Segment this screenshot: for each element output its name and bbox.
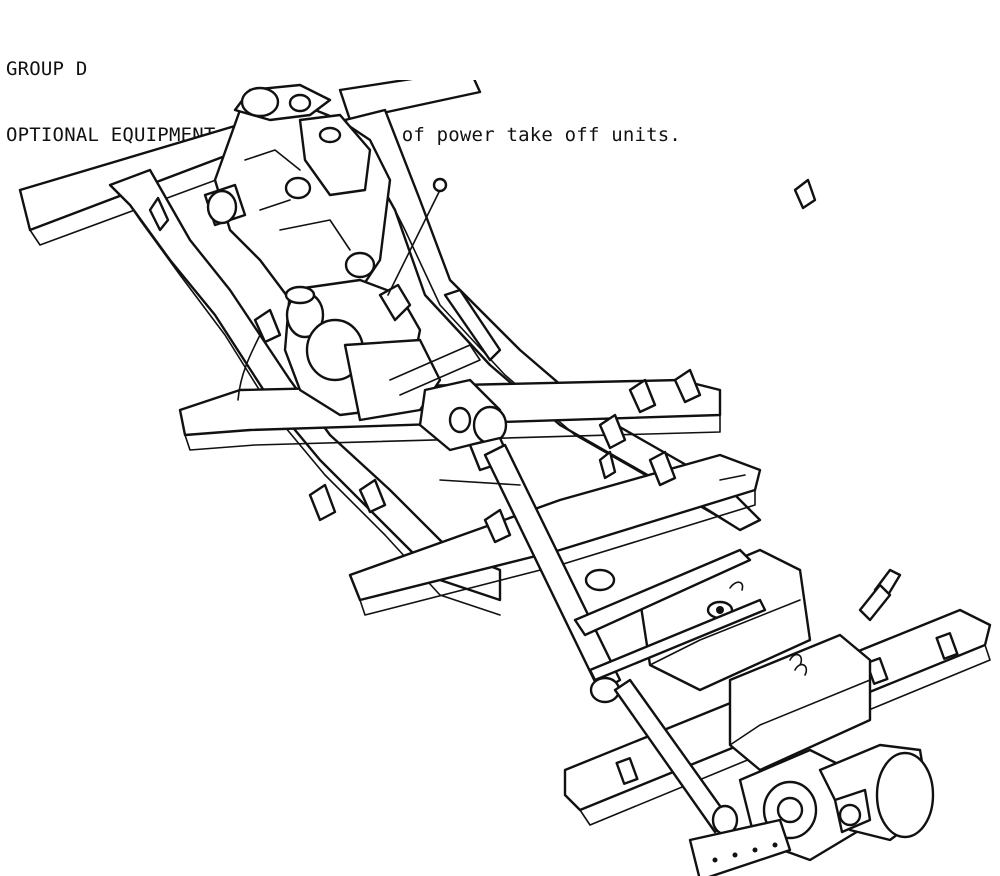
chassis-illustration — [0, 80, 1000, 876]
gearbox — [283, 278, 442, 422]
pto-support-bracket — [573, 548, 767, 682]
front-universal-joint — [418, 378, 512, 472]
group-label: GROUP D — [6, 58, 88, 80]
engine-block — [203, 83, 392, 312]
secondary-drive-shaft — [613, 678, 739, 836]
rear-tank — [728, 633, 872, 772]
rear-pto-pump — [688, 743, 935, 876]
chassis-cable — [237, 334, 746, 486]
chassis-drawing — [18, 80, 992, 876]
pto-control-linkage — [389, 288, 502, 396]
exhaust-pipe — [858, 568, 902, 622]
mounting-brackets — [148, 178, 817, 544]
gear-lever — [387, 177, 448, 296]
